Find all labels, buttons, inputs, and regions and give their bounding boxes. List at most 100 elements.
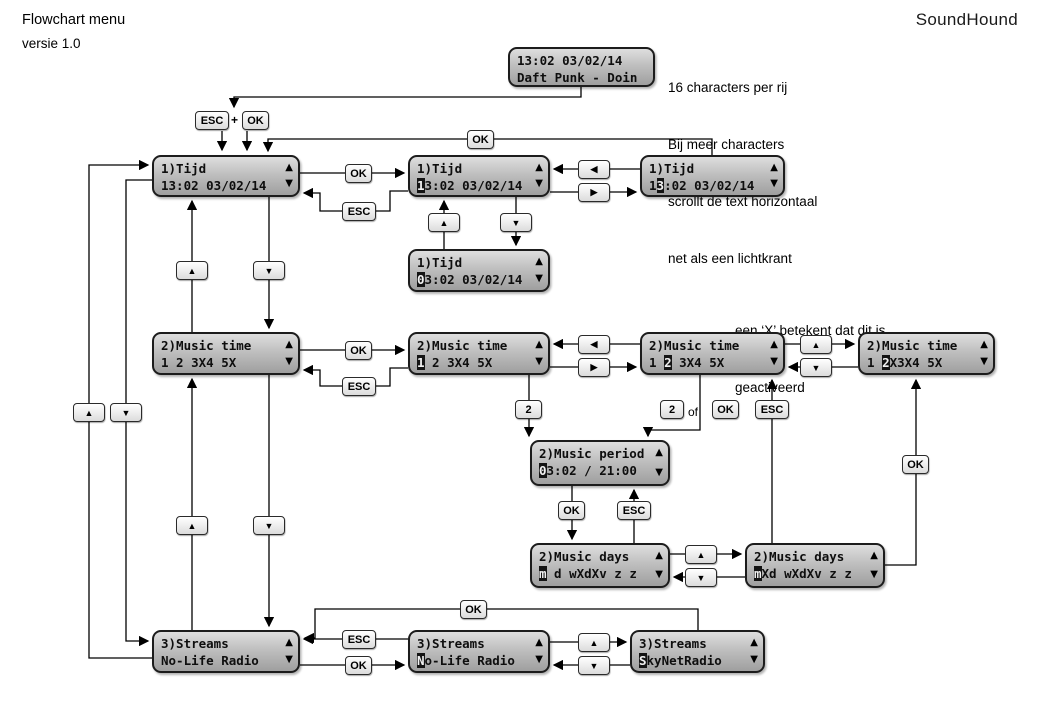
- down-indicator-icon: ▼: [770, 356, 778, 367]
- lcd-line1: 1)Tijd: [161, 161, 207, 176]
- scroll-note-line: net als een lichtkrant: [668, 251, 792, 266]
- lcd-line2: 13:02 03/02/14: [649, 177, 763, 194]
- ok-button: OK: [345, 656, 372, 675]
- ok-button: OK: [712, 400, 739, 419]
- up-indicator-icon: ▲: [770, 162, 778, 173]
- down-indicator-icon: ▼: [285, 178, 293, 189]
- lcd-streams-main: 3)Streams No-Life Radio ▲ ▼: [152, 630, 300, 673]
- lcd-line2: 1 2 3X4 5X: [417, 354, 528, 371]
- up-arrow-button: ▲: [685, 545, 717, 564]
- up-indicator-icon: ▲: [285, 339, 293, 350]
- esc-button: ESC: [755, 400, 789, 419]
- lcd-text: :02 03/02/14: [664, 178, 755, 193]
- lcd-text: kyNetRadio: [646, 653, 722, 668]
- lcd-cursor-char: 1: [417, 178, 425, 193]
- lcd-line2: mXd wXdXv z z: [754, 565, 863, 582]
- left-arrow-button: ◀: [578, 335, 610, 354]
- up-arrow-button: ▲: [800, 335, 832, 354]
- up-arrow-button: ▲: [176, 516, 208, 535]
- lcd-cursor-char: S: [639, 653, 647, 668]
- lcd-text: X3X4 5X: [889, 355, 943, 370]
- lcd-cursor-char: m: [754, 566, 762, 581]
- down-indicator-icon: ▼: [655, 467, 663, 478]
- lcd-line1: 3)Streams: [639, 636, 707, 651]
- up-arrow-button: ▲: [176, 261, 208, 280]
- esc-button: ESC: [617, 501, 651, 520]
- lcd-streams-edit: 3)Streams No-Life Radio ▲ ▼: [408, 630, 550, 673]
- right-arrow-button: ▶: [578, 358, 610, 377]
- esc-button: ESC: [342, 202, 376, 221]
- lcd-line2: Daft Punk - Doin: [517, 69, 646, 86]
- lcd-line1: 1)Tijd: [649, 161, 695, 176]
- scroll-note: 16 characters per rij Bij meer character…: [668, 40, 817, 306]
- lcd-text: 3X4 5X: [671, 355, 725, 370]
- scroll-note-line: scrollt de text horizontaal: [668, 194, 818, 209]
- up-indicator-icon: ▲: [870, 550, 878, 561]
- ok-button: OK: [242, 111, 269, 130]
- lcd-tijd-value-changed: 1)Tijd 03:02 03/02/14 ▲ ▼: [408, 249, 550, 292]
- down-indicator-icon: ▼: [655, 569, 663, 580]
- lcd-text: o-Life Radio: [424, 653, 515, 668]
- left-arrow-button: ◀: [578, 160, 610, 179]
- lcd-text: 3:02 03/02/14: [424, 272, 523, 287]
- esc-button: ESC: [195, 111, 229, 130]
- page-title: Flowchart menu: [22, 12, 126, 28]
- up-indicator-icon: ▲: [535, 339, 543, 350]
- up-indicator-icon: ▲: [655, 550, 663, 561]
- lcd-line1: 3)Streams: [161, 636, 229, 651]
- lcd-line2: No-Life Radio: [417, 652, 528, 669]
- up-indicator-icon: ▲: [535, 162, 543, 173]
- up-arrow-button: ▲: [428, 213, 460, 232]
- down-arrow-button: ▼: [110, 403, 142, 422]
- lcd-music-time-edit-pos2: 2)Music time 1 2 3X4 5X ▲ ▼: [640, 332, 785, 375]
- down-indicator-icon: ▼: [870, 569, 878, 580]
- up-arrow-button: ▲: [578, 633, 610, 652]
- down-indicator-icon: ▼: [750, 654, 758, 665]
- esc-button: ESC: [342, 377, 376, 396]
- lcd-streams-next: 3)Streams SkyNetRadio ▲ ▼: [630, 630, 765, 673]
- down-arrow-button: ▼: [253, 516, 285, 535]
- lcd-text: 2 3X4 5X: [424, 355, 493, 370]
- lcd-text: 3:02 03/02/14: [424, 178, 523, 193]
- version-label: versie 1.0: [22, 36, 81, 51]
- lcd-line2: 1 2X3X4 5X: [867, 354, 973, 371]
- lcd-line1: 3)Streams: [417, 636, 485, 651]
- lcd-text: 1 2 3X4 5X: [161, 355, 237, 370]
- lcd-line1: 2)Music time: [161, 338, 252, 353]
- down-indicator-icon: ▼: [285, 654, 293, 665]
- lcd-music-time-main: 2)Music time 1 2 3X4 5X ▲ ▼: [152, 332, 300, 375]
- up-indicator-icon: ▲: [655, 447, 663, 458]
- down-arrow-button: ▼: [578, 656, 610, 675]
- ok-button: OK: [467, 130, 494, 149]
- lcd-line2: No-Life Radio: [161, 652, 278, 669]
- ok-button: OK: [345, 341, 372, 360]
- lcd-text: No-Life Radio: [161, 653, 259, 668]
- up-arrow-button: ▲: [73, 403, 105, 422]
- lcd-line1: 13:02 03/02/14: [517, 53, 623, 68]
- lcd-line1: 2)Music days: [539, 549, 630, 564]
- lcd-music-days-edit: 2)Music days m d wXdXv z z ▲ ▼: [530, 543, 670, 588]
- down-indicator-icon: ▼: [535, 654, 543, 665]
- lcd-music-days-activated: 2)Music days mXd wXdXv z z ▲ ▼: [745, 543, 885, 588]
- lcd-tijd-edit-pos2: 1)Tijd 13:02 03/02/14 ▲ ▼: [640, 155, 785, 197]
- lcd-line2: SkyNetRadio: [639, 652, 743, 669]
- lcd-text: 1: [867, 355, 883, 370]
- lcd-cursor-char: 1: [417, 355, 425, 370]
- brand-logo: SoundHound: [915, 10, 1018, 29]
- down-indicator-icon: ▼: [535, 178, 543, 189]
- scroll-note-line: Bij meer characters: [668, 137, 785, 152]
- lcd-line1: 2)Music time: [417, 338, 508, 353]
- up-indicator-icon: ▲: [535, 256, 543, 267]
- lcd-text: Xd wXdXv z z: [761, 566, 852, 581]
- up-indicator-icon: ▲: [535, 637, 543, 648]
- lcd-line2: 03:02 / 21:00: [539, 462, 648, 479]
- right-arrow-button: ▶: [578, 183, 610, 202]
- down-arrow-button: ▼: [253, 261, 285, 280]
- lcd-line2: 1 2 3X4 5X: [161, 354, 278, 371]
- lcd-line2: 1 2 3X4 5X: [649, 354, 763, 371]
- down-indicator-icon: ▼: [285, 356, 293, 367]
- lcd-tijd-edit-pos1: 1)Tijd 13:02 03/02/14 ▲ ▼: [408, 155, 550, 197]
- up-indicator-icon: ▲: [285, 162, 293, 173]
- down-indicator-icon: ▼: [535, 356, 543, 367]
